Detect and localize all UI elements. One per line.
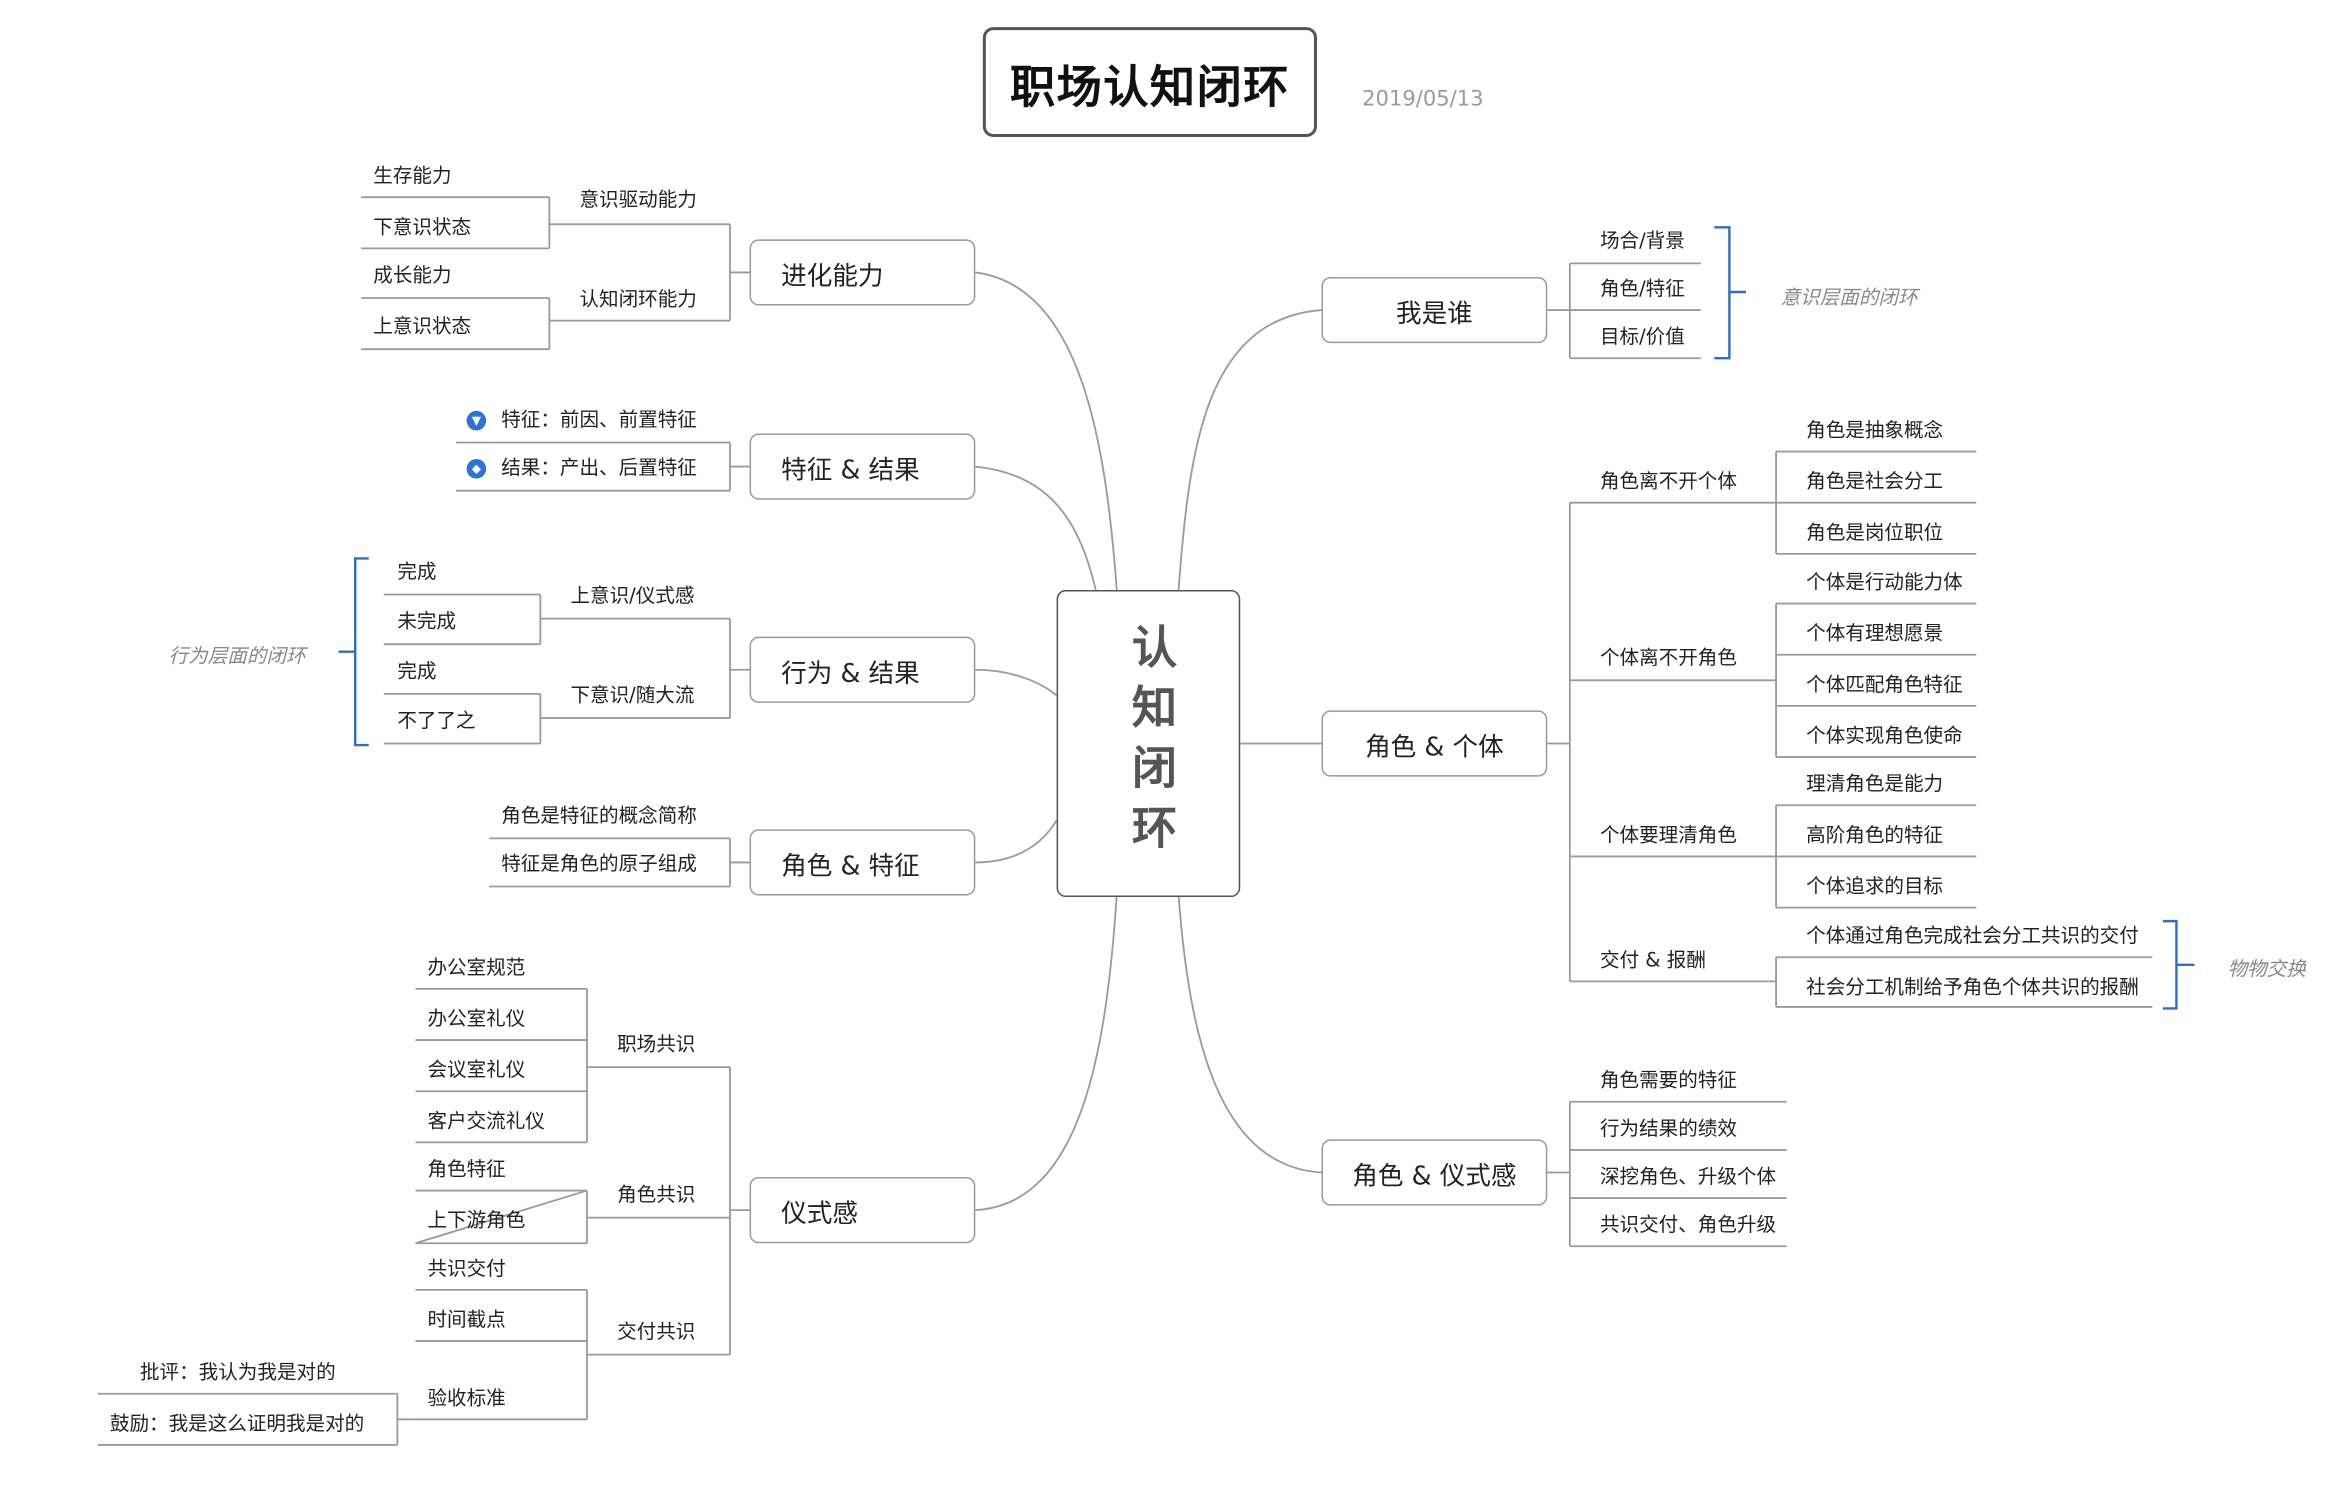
leaf-encouragement[interactable]: 鼓励：我是这么证明我是对的 <box>109 1413 365 1436</box>
leaf-match-role[interactable]: 个体匹配角色特征 <box>1806 674 1963 697</box>
topic-role-feature[interactable]: 角色 & 特征 <box>749 829 976 896</box>
subtopic-subconscious-follow[interactable]: 下意识/随大流 <box>570 684 695 708</box>
leaf-performance[interactable]: 行为结果的绩效 <box>1599 1118 1737 1141</box>
leaf-pursuit-goal[interactable]: 个体追求的目标 <box>1806 875 1944 899</box>
leaf-role-feature[interactable]: 角色特征 <box>427 1158 506 1182</box>
subtopic-delivery-reward[interactable]: 交付 & 报酬 <box>1599 949 1706 973</box>
leaf-upstream-downstream[interactable]: 上下游角色 <box>427 1210 526 1233</box>
leaf-reward-consensus[interactable]: 社会分工机制给予角色个体共识的报酬 <box>1806 976 2139 1000</box>
leaf-delivery-consensus[interactable]: 个体通过角色完成社会分工共识的交付 <box>1806 925 2139 949</box>
subtopic-individual-needs-role[interactable]: 个体离不开角色 <box>1599 647 1737 670</box>
topic-behavior-result[interactable]: 行为 & 结果 <box>749 636 976 703</box>
subtopic-workplace-consensus[interactable]: 职场共识 <box>617 1034 696 1057</box>
leaf-role-concept[interactable]: 角色是特征的概念简称 <box>501 805 697 828</box>
subtopic-role-needs-individual[interactable]: 角色离不开个体 <box>1599 471 1737 494</box>
subtopic-clarify-role[interactable]: 个体要理清角色 <box>1599 824 1737 848</box>
topic-ritual[interactable]: 仪式感 <box>749 1177 976 1244</box>
page-title: 职场认知闭环 <box>982 27 1317 137</box>
leaf-feature[interactable]: 特征：前因、前置特征 <box>501 409 697 432</box>
leaf-client-etiquette[interactable]: 客户交流礼仪 <box>427 1110 545 1134</box>
feature-icon: ▼ <box>466 410 487 431</box>
topic-who[interactable]: 我是谁 <box>1321 276 1548 344</box>
leaf-job-position[interactable]: 角色是岗位职位 <box>1806 522 1944 545</box>
leaf-occasion[interactable]: 场合/背景 <box>1599 230 1685 253</box>
leaf-consensus-delivery[interactable]: 共识交付 <box>427 1258 506 1281</box>
leaf-social-division[interactable]: 角色是社会分工 <box>1806 471 1944 494</box>
leaf-conscious[interactable]: 上意识状态 <box>373 316 472 339</box>
note-behavior-loop: 行为层面的闭环 <box>168 645 306 669</box>
leaf-complete-1[interactable]: 完成 <box>397 561 437 584</box>
subtopic-role-consensus[interactable]: 角色共识 <box>617 1184 696 1208</box>
leaf-role-character[interactable]: 角色/特征 <box>1599 278 1685 302</box>
result-icon: ◆ <box>466 459 487 479</box>
subtopic-cognitive-loop[interactable]: 认知闭环能力 <box>579 288 697 312</box>
date-label: 2019/05/13 <box>1362 87 1484 112</box>
leaf-acceptance[interactable]: 验收标准 <box>427 1387 506 1411</box>
topic-role-individual[interactable]: 角色 & 个体 <box>1321 710 1548 777</box>
leaf-complete-2[interactable]: 完成 <box>397 660 437 684</box>
leaf-fulfill-mission[interactable]: 个体实现角色使命 <box>1806 725 1963 749</box>
leaf-clarify-capability[interactable]: 理清角色是能力 <box>1806 773 1944 797</box>
leaf-feature-atom[interactable]: 特征是角色的原子组成 <box>501 853 697 876</box>
leaf-growth[interactable]: 成长能力 <box>373 264 452 288</box>
leaf-meeting-etiquette[interactable]: 会议室礼仪 <box>427 1059 526 1083</box>
leaf-advanced-role[interactable]: 高阶角色的特征 <box>1806 824 1944 848</box>
leaf-deadline[interactable]: 时间截点 <box>427 1309 506 1333</box>
topic-role-ritual[interactable]: 角色 & 仪式感 <box>1321 1139 1548 1206</box>
topic-evolve[interactable]: 进化能力 <box>749 239 976 306</box>
leaf-role-required-feature[interactable]: 角色需要的特征 <box>1599 1070 1737 1093</box>
leaf-subconscious[interactable]: 下意识状态 <box>373 216 472 240</box>
leaf-office-rules[interactable]: 办公室规范 <box>427 957 526 980</box>
leaf-abstract-concept[interactable]: 角色是抽象概念 <box>1806 419 1944 443</box>
subtopic-delivery-consensus[interactable]: 交付共识 <box>617 1321 696 1345</box>
leaf-office-etiquette[interactable]: 办公室礼仪 <box>427 1008 526 1032</box>
leaf-unfinished[interactable]: 不了了之 <box>397 710 476 733</box>
leaf-ideal-vision[interactable]: 个体有理想愿景 <box>1806 623 1944 646</box>
leaf-criticism[interactable]: 批评：我认为我是对的 <box>139 1362 336 1385</box>
leaf-role-upgrade[interactable]: 共识交付、角色升级 <box>1599 1214 1777 1238</box>
central-topic[interactable]: 认知闭环 <box>1056 590 1241 898</box>
note-barter: 物物交换 <box>2227 958 2306 982</box>
leaf-goal-value[interactable]: 目标/价值 <box>1599 326 1685 350</box>
leaf-incomplete[interactable]: 未完成 <box>397 611 457 634</box>
topic-feature-result[interactable]: 特征 & 结果 <box>749 433 976 500</box>
leaf-dig-role[interactable]: 深挖角色、升级个体 <box>1599 1166 1777 1190</box>
subtopic-conscious-ritual[interactable]: 上意识/仪式感 <box>570 585 695 609</box>
note-conscious-loop: 意识层面的闭环 <box>1780 287 1918 311</box>
leaf-action-capability[interactable]: 个体是行动能力体 <box>1806 571 1963 595</box>
central-topic-label: 认知闭环 <box>1122 623 1176 864</box>
leaf-result[interactable]: 结果：产出、后置特征 <box>501 457 697 481</box>
leaf-survival[interactable]: 生存能力 <box>373 165 452 189</box>
subtopic-conscious-drive[interactable]: 意识驱动能力 <box>579 189 697 213</box>
